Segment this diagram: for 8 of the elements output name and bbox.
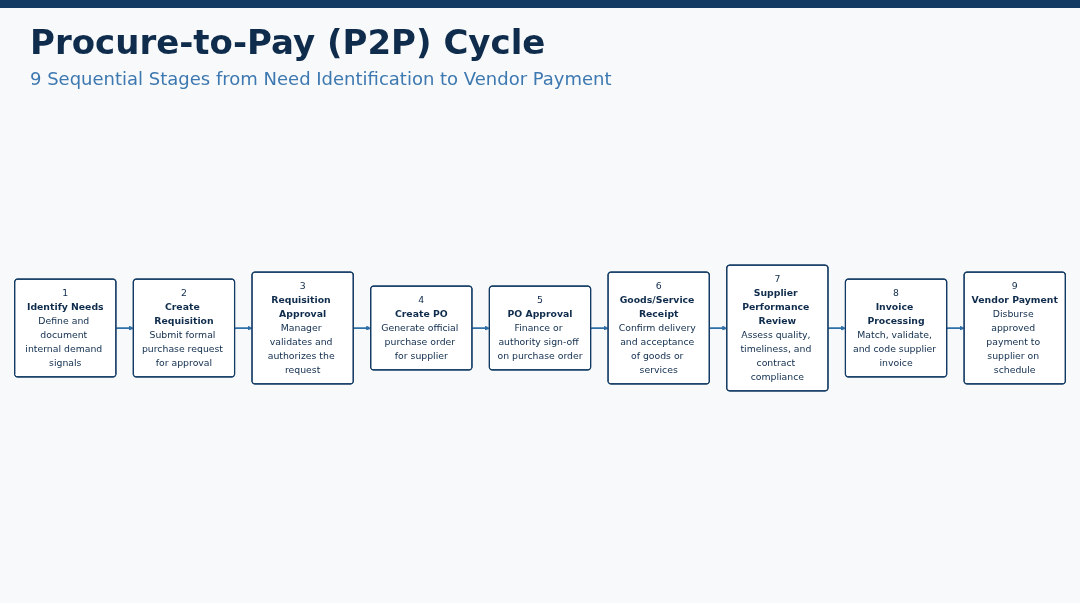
arrow bbox=[234, 325, 253, 331]
title: Procure-to-Pay (P2P) Cycle bbox=[30, 22, 547, 62]
arrow bbox=[827, 325, 846, 331]
arrow bbox=[115, 325, 134, 331]
subtitle: 9 Sequential Stages from Need Identification to Vendor Payment bbox=[30, 68, 613, 89]
arrow bbox=[590, 325, 609, 331]
arrow bbox=[946, 325, 965, 331]
arrow bbox=[471, 325, 490, 331]
